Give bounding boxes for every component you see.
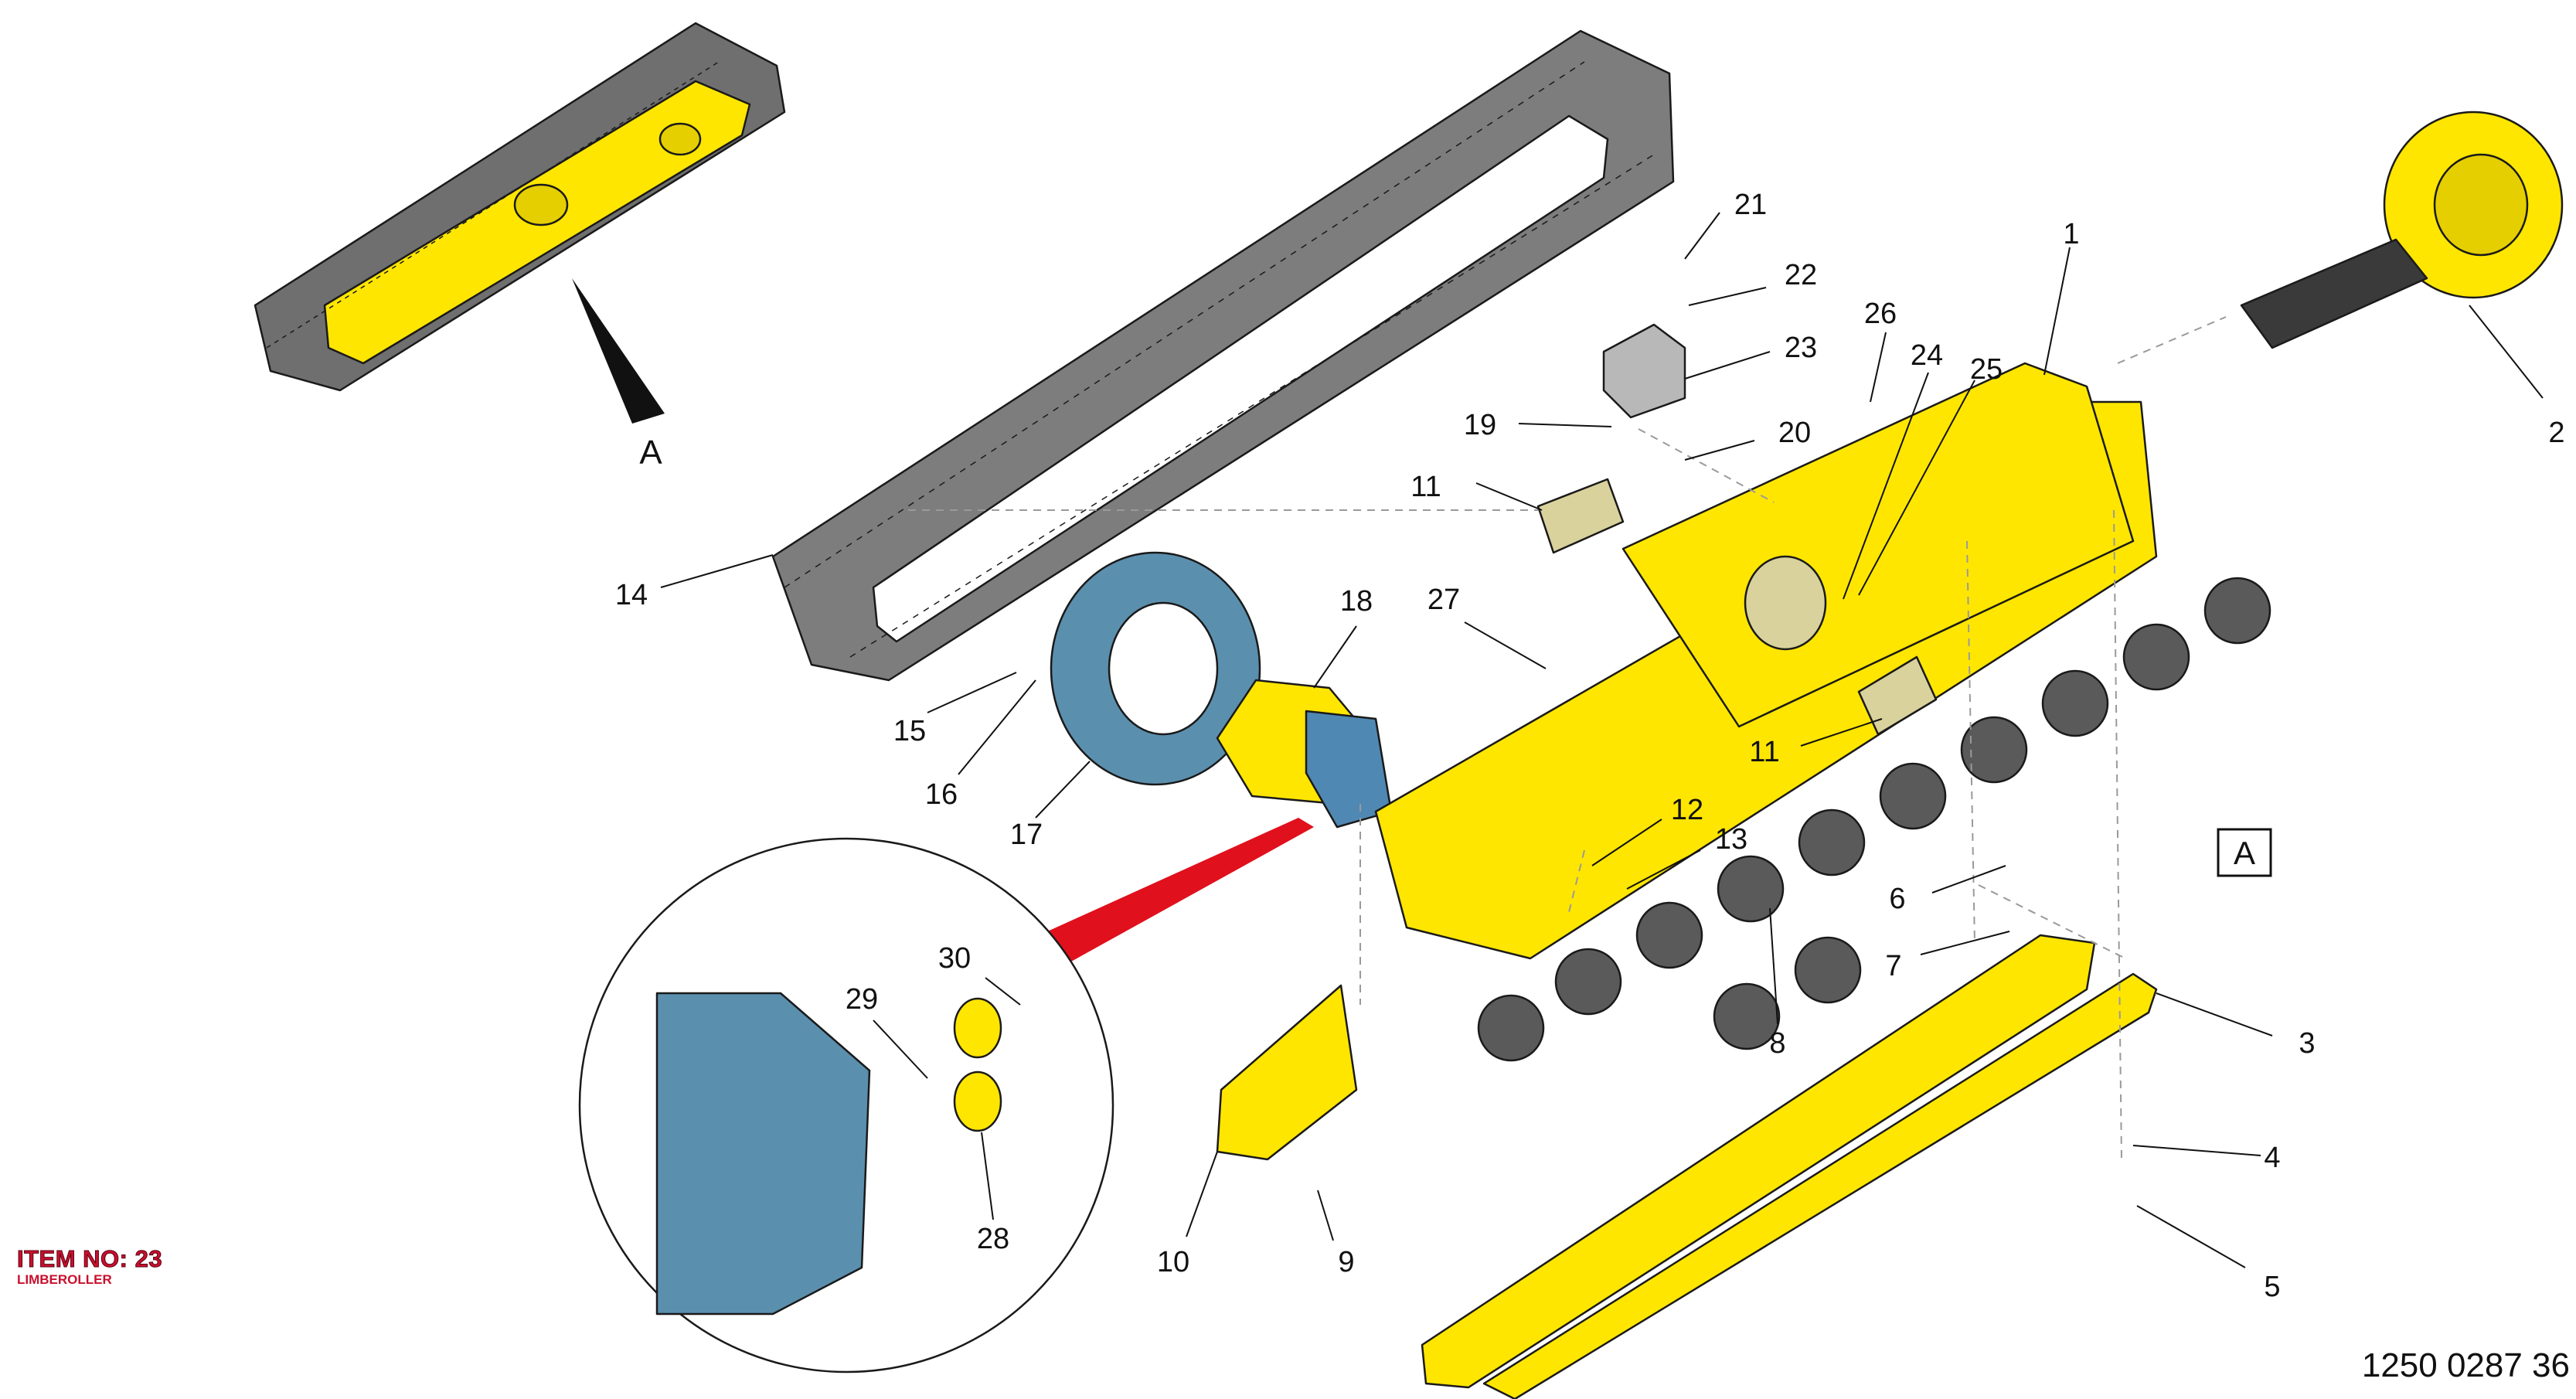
callout-22: 22: [1785, 259, 1817, 291]
front-idler: [2240, 111, 2564, 349]
bushing-lower: [1857, 655, 1938, 736]
callout-9: 9: [1338, 1246, 1354, 1278]
main-frame: [1374, 362, 2158, 960]
bottom-rollers: [1477, 577, 2271, 1062]
callout-7: 7: [1885, 950, 1901, 982]
callout-11-lower: 11: [1749, 736, 1779, 768]
callout-12: 12: [1671, 794, 1703, 826]
callout-21: 21: [1734, 189, 1767, 221]
callout-27: 27: [1428, 584, 1460, 616]
callout-23: 23: [1785, 332, 1817, 364]
callout-30: 30: [938, 942, 971, 975]
track-chain: [771, 29, 1675, 682]
item-name-label: LIMBEROLLER: [17, 1272, 112, 1287]
track-guide: [1421, 934, 2158, 1399]
view-box-label: A: [2234, 835, 2255, 871]
callout-15: 15: [893, 715, 926, 747]
callout-26: 26: [1864, 298, 1897, 330]
detail-pointer-arrow: [1005, 818, 1314, 985]
callout-3: 3: [2299, 1027, 2315, 1060]
callout-29: 29: [846, 983, 878, 1016]
overview-track-assembly: [254, 22, 786, 392]
drive-motor: [1216, 679, 1393, 829]
callout-19: 19: [1464, 409, 1496, 441]
detail-view: [578, 837, 1114, 1373]
item-number-label: ITEM NO: 23: [16, 1245, 163, 1272]
item-identifier: ITEM NO: 23 LIMBEROLLER: [16, 1245, 163, 1288]
drawing-number: 1250 0287 36: [2361, 1346, 2570, 1384]
leader-lines: [660, 212, 2544, 1268]
view-box: A: [2217, 828, 2272, 877]
callout-2: 2: [2548, 417, 2564, 449]
callout-16: 16: [925, 778, 958, 811]
view-label: A: [639, 434, 662, 471]
cover-plate: [1216, 984, 1358, 1161]
callout-11-upper: 11: [1411, 471, 1441, 503]
callout-1: 1: [2063, 218, 2079, 250]
callout-4: 4: [2264, 1142, 2280, 1174]
callout-8: 8: [1769, 1027, 1785, 1060]
callout-13: 13: [1715, 823, 1747, 856]
callout-25: 25: [1970, 353, 2003, 386]
sprocket: [1050, 551, 1261, 786]
bushing-upper: [1536, 478, 1625, 554]
callout-17: 17: [1010, 819, 1043, 851]
view-indicator-arrow: [572, 278, 665, 424]
callout-labels: 1 2 3 4 5 6 7 8 9 10 11 11 12 13 14 15 1…: [615, 189, 2565, 1303]
callout-20: 20: [1778, 417, 1811, 449]
callout-28: 28: [977, 1223, 1009, 1255]
assembly-lines: [908, 316, 2227, 1160]
callout-5: 5: [2264, 1271, 2280, 1303]
callout-14: 14: [615, 579, 648, 611]
callout-6: 6: [1889, 883, 1905, 915]
limberoller: [1602, 323, 1686, 419]
callout-24: 24: [1911, 339, 1943, 372]
callout-10: 10: [1157, 1246, 1189, 1278]
callout-18: 18: [1340, 585, 1373, 618]
